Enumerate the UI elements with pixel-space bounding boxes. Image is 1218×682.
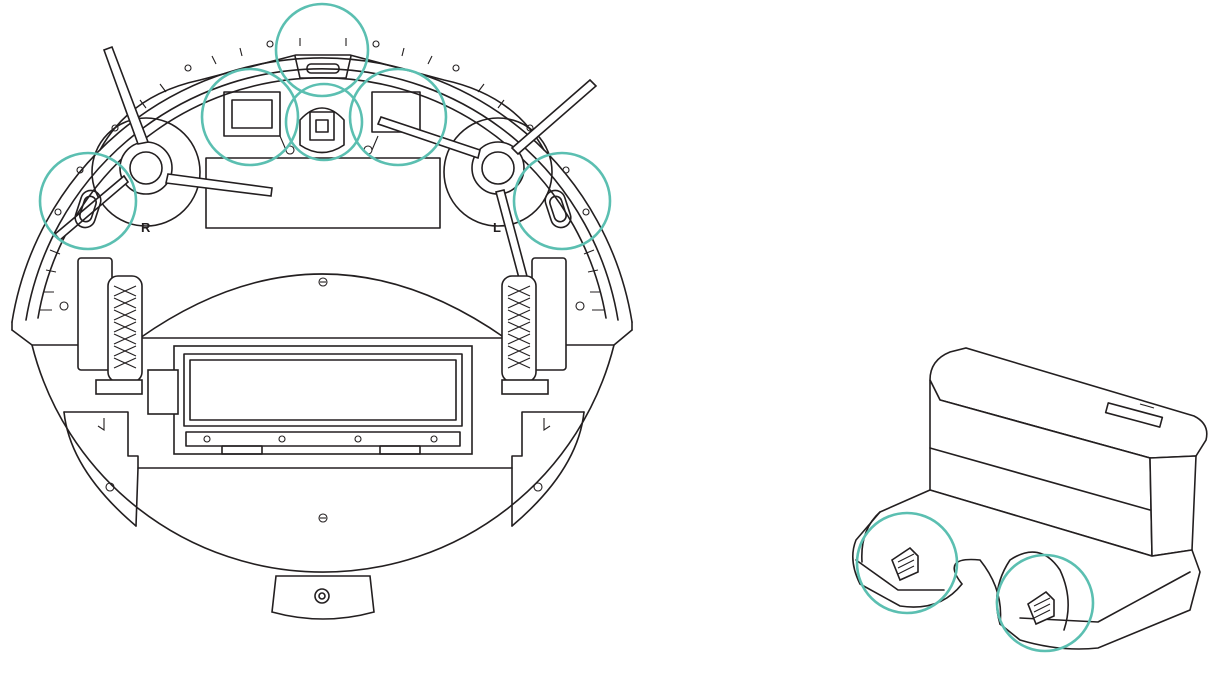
left-side-brush-arms — [376, 78, 598, 283]
battery-cover — [205, 157, 441, 229]
right-side-brush-hub — [119, 141, 173, 195]
highlight-cliff-right — [38, 151, 138, 251]
highlight-dock-contact-right — [995, 553, 1095, 653]
charging-contact-right — [223, 91, 281, 137]
brush-label-right: R — [141, 220, 151, 235]
top-cover-plate — [99, 54, 545, 151]
brush-label-left: L — [493, 220, 501, 235]
rim-screws — [54, 40, 590, 492]
dock-side-face — [1149, 455, 1197, 557]
right-drive-wheel — [77, 257, 143, 395]
front-caster-tab — [271, 575, 375, 620]
dock-top-face — [929, 347, 1208, 459]
dock-charging-contact-right — [1027, 590, 1055, 626]
robot-vacuum-underside: R L — [11, 2, 633, 620]
charging-dock — [852, 347, 1208, 653]
center-wheel-housing — [299, 107, 345, 154]
right-brush-recess — [91, 117, 201, 227]
left-brush-recess — [443, 117, 553, 227]
highlight-top-slot — [274, 2, 370, 98]
highlight-left-contact — [348, 67, 448, 167]
robot-lower-body — [31, 337, 615, 573]
sensor-window — [371, 91, 421, 133]
highlight-circles-robot — [38, 2, 612, 251]
dock-indicator-slot — [1104, 402, 1164, 428]
caster-screw — [314, 588, 330, 604]
highlight-dock-contact-left — [855, 511, 959, 615]
wheel-arch — [139, 273, 506, 339]
highlight-right-contact — [200, 67, 300, 167]
top-slot — [306, 63, 340, 74]
cliff-sensor-right — [74, 189, 102, 229]
dock-charging-contact-left — [891, 546, 919, 582]
highlight-cliff-left — [512, 151, 612, 251]
cliff-sensor-left — [544, 189, 572, 229]
main-brush-housing — [147, 345, 473, 455]
left-drive-wheel — [501, 257, 567, 395]
highlight-center-wheel — [284, 82, 364, 162]
right-side-brush-arms — [53, 45, 273, 242]
rim-ticks — [40, 38, 604, 311]
robot-outer-rim — [11, 57, 633, 323]
